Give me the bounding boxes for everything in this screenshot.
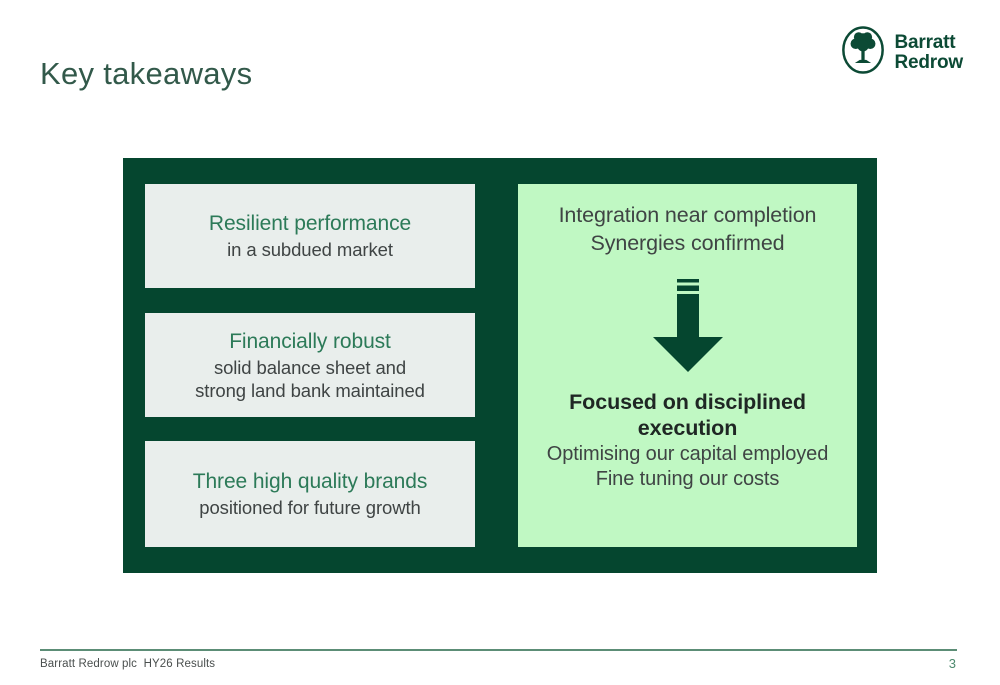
- logo-word-2: Redrow: [894, 51, 964, 73]
- footer-divider: [40, 649, 957, 651]
- box-heading: Financially robust: [229, 329, 391, 353]
- box-subtext: solid balance sheet and: [213, 356, 407, 378]
- integration-line: Synergies confirmed: [590, 231, 785, 256]
- company-logo: Barratt Redrow: [840, 25, 963, 80]
- footer-caption: Barratt Redrow plc HY26 Results: [40, 658, 216, 670]
- integration-line: Integration near completion: [558, 203, 817, 227]
- focus-heading-line: execution: [637, 416, 738, 441]
- takeaway-box-three-brands: Three high quality brands positioned for…: [145, 441, 475, 547]
- integration-box: Integration near completion Synergies co…: [518, 184, 857, 547]
- logo-word-1: Barratt: [894, 31, 956, 53]
- focus-heading-line: Focused on disciplined: [569, 389, 806, 414]
- box-heading: Resilient performance: [208, 212, 412, 236]
- box-heading: Three high quality brands: [192, 470, 428, 494]
- focus-body-line: Optimising our capital employed: [546, 443, 829, 466]
- box-subtext: strong land bank maintained: [195, 379, 425, 401]
- box-subtext: positioned for future growth: [199, 497, 421, 519]
- box-subtext: in a subdued market: [227, 239, 393, 261]
- focus-heading: Focused on disciplined execution: [569, 389, 806, 442]
- tree-in-oval-icon: [840, 25, 886, 80]
- page-title: Key takeaways: [40, 56, 253, 91]
- takeaways-panel: Resilient performance in a subdued marke…: [123, 158, 877, 573]
- takeaway-box-resilient-performance: Resilient performance in a subdued marke…: [145, 184, 475, 288]
- focus-body-line: Fine tuning our costs: [595, 468, 780, 491]
- page-number: 3: [948, 656, 956, 671]
- takeaway-box-financially-robust: Financially robust solid balance sheet a…: [145, 313, 475, 417]
- logo-wordmark: Barratt Redrow: [894, 31, 964, 73]
- down-arrow-icon: [652, 258, 724, 373]
